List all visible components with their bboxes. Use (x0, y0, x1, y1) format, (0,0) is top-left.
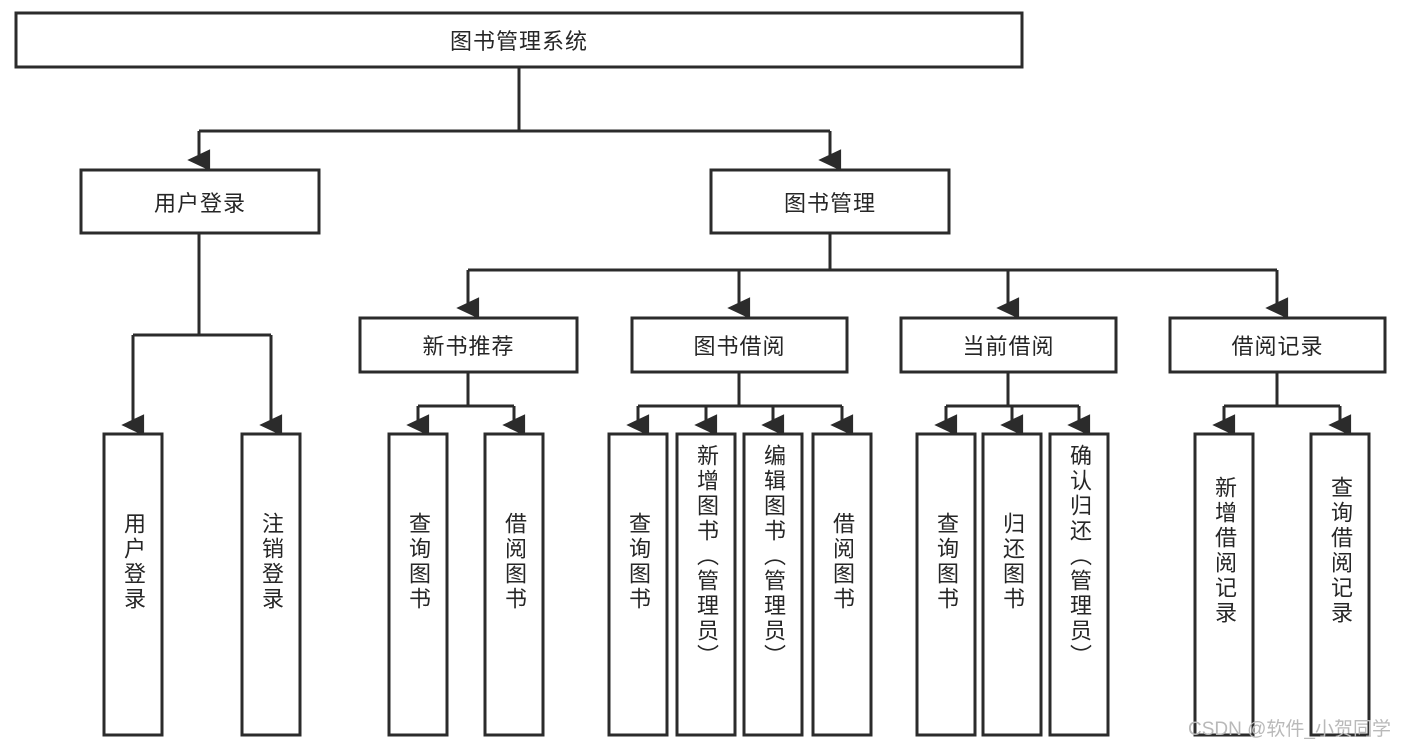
node-book-management[interactable] (709, 168, 951, 235)
connector-newbook-to-leaves (406, 372, 526, 436)
node-borrow-record[interactable] (1168, 316, 1387, 374)
leaf-book-borrow-3[interactable] (811, 432, 873, 737)
leaf-borrow-record-0[interactable] (1193, 432, 1255, 737)
leaf-current-borrow-2[interactable] (1048, 432, 1110, 737)
leaf-user-login-0[interactable] (102, 432, 164, 737)
leaf-book-borrow-2[interactable] (742, 432, 804, 737)
connector-borrow-to-leaves (626, 372, 854, 436)
leaf-new-book-1[interactable] (483, 432, 545, 737)
connector-current-to-leaves (934, 372, 1091, 436)
connector-userlogin-to-leaves (121, 233, 283, 436)
leaf-current-borrow-0[interactable] (915, 432, 977, 737)
connector-bookmgmt-to-level3 (456, 233, 1289, 319)
leaf-book-borrow-0[interactable] (607, 432, 669, 737)
leaf-new-book-0[interactable] (387, 432, 449, 737)
leaf-book-borrow-1[interactable] (675, 432, 737, 737)
node-user-login[interactable] (79, 168, 321, 235)
node-book-borrow[interactable] (630, 316, 849, 374)
node-current-borrow[interactable] (899, 316, 1118, 374)
connector-record-to-leaves (1212, 372, 1352, 436)
node-new-book-recommend[interactable] (358, 316, 579, 374)
leaf-borrow-record-1[interactable] (1309, 432, 1371, 737)
connector-root-to-level2 (187, 67, 842, 171)
leaf-user-login-1[interactable] (240, 432, 302, 737)
node-root[interactable] (14, 11, 1024, 69)
leaf-current-borrow-1[interactable] (981, 432, 1043, 737)
